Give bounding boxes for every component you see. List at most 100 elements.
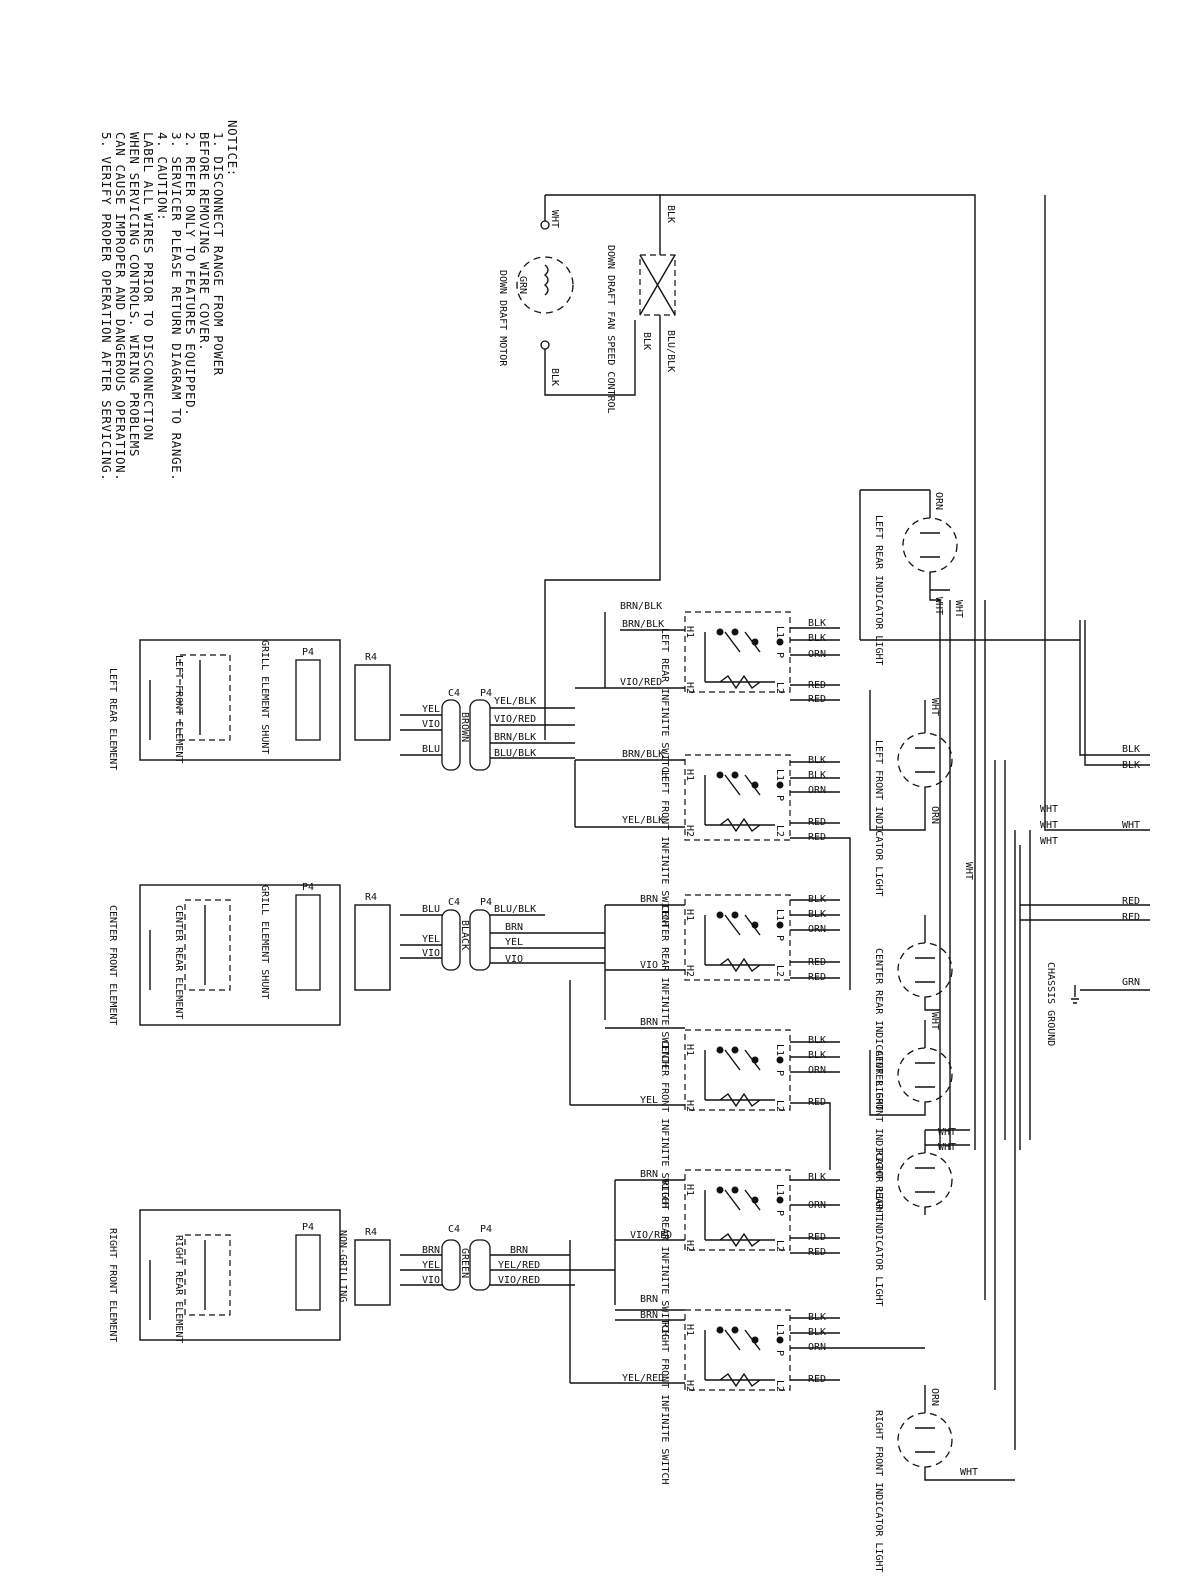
switch-wire: ORN	[808, 924, 826, 935]
switch-contact	[776, 638, 784, 646]
switch-wire: ORN	[808, 1342, 826, 1353]
supply-section: BLK BLK WHT WHT WHT WHT RED RED GRN CHAS…	[1019, 195, 1150, 1150]
switch-wire: BLK	[808, 755, 826, 766]
switch-wire: BRN	[640, 894, 658, 905]
switch-wire: BLK	[808, 1035, 826, 1046]
switch-contacts	[704, 1329, 775, 1388]
terminal-label: H1	[684, 1044, 695, 1056]
terminal-label: L2	[774, 1100, 785, 1112]
connector-right: BRN YEL/RED VIO/RED BRN YEL VIO GREEN P4…	[354, 1224, 615, 1306]
switch-wire: RED	[808, 1374, 826, 1385]
c4-wire: VIO	[422, 719, 440, 730]
switch-wire: ORN	[808, 649, 826, 660]
elements: P4 GRILL ELEMENT SHUNT LEFT FRONT ELEMEN…	[107, 639, 348, 1343]
switch-contact	[716, 628, 724, 636]
switch-wire: BRN	[640, 1169, 658, 1180]
switch-wire: BRN	[640, 1310, 658, 1321]
switch-wire: RED	[808, 957, 826, 968]
element-label: LEFT REAR ELEMENT	[107, 668, 118, 770]
supply-wire: RED	[1122, 912, 1140, 923]
switch-wire: ORN	[808, 1065, 826, 1076]
switch-wire: BLK	[808, 633, 826, 644]
switch-label: CENTER REAR INFINITE SWITCH	[659, 905, 670, 1068]
switch-label: RIGHT FRONT INFINITE SWITCH	[659, 1322, 670, 1485]
notice-line: CAN CAUSE IMPROPER AND DANGEROUS OPERATI…	[113, 132, 128, 481]
element-block-left: P4 GRILL ELEMENT SHUNT LEFT FRONT ELEMEN…	[107, 639, 341, 770]
switch-center-front: BRN YEL BLK BLK ORN RED CENTER FRONT INF…	[569, 980, 840, 1209]
element-label: RIGHT REAR ELEMENT	[173, 1235, 184, 1343]
c4-wire: YEL	[422, 704, 440, 715]
fan-control-label: DOWN DRAFT FAN SPEED CONTROL	[605, 245, 616, 414]
switch-wire: BRN/BLK	[622, 619, 664, 630]
connectors: YEL/BLK VIO/RED BRN/BLK BLU/BLK YEL VIO …	[354, 652, 615, 1306]
p4-wire: YEL/RED	[498, 1260, 540, 1271]
bus-lines	[859, 490, 1080, 1450]
grill-shunt-label: GRILL ELEMENT SHUNT	[259, 640, 270, 754]
light-wire: WHT	[953, 600, 964, 618]
terminal-label: H1	[684, 626, 695, 638]
terminal-label: P	[774, 935, 785, 941]
switch-wire: BLK	[808, 1327, 826, 1338]
switch-wire: BLK	[808, 1172, 826, 1183]
terminal-label: P	[774, 652, 785, 658]
light-right-rear: WHT WHT RIGHT REAR INDICATOR LIGHT	[873, 1127, 970, 1307]
switch-contact	[716, 1046, 724, 1054]
p4-wire: BLU/BLK	[494, 904, 536, 915]
supply-wire: RED	[1122, 896, 1140, 907]
light-label: RIGHT REAR INDICATOR LIGHT	[873, 1150, 884, 1307]
switch-wire: YEL/RED	[622, 1373, 664, 1384]
downdraft-section: WHT GRN BLK BLK BLU/BLK BLK DOWN DRAFT M…	[497, 194, 976, 1150]
terminal-label: H1	[684, 909, 695, 921]
wire-label: BLK	[641, 332, 652, 350]
wire-label: BLU/BLK	[665, 330, 676, 372]
terminal-label: P	[774, 1210, 785, 1216]
switch-wire: BLK	[808, 894, 826, 905]
connector-color: GREEN	[459, 1248, 470, 1278]
light-center-rear: WHT WHT CENTER REAR INDICATOR LIGHT	[873, 862, 974, 1111]
notice-line: 4. CAUTION:	[155, 132, 170, 221]
c4-label: C4	[448, 1224, 460, 1235]
light-wire: ORN	[929, 806, 940, 824]
r4-label: R4	[365, 892, 377, 903]
terminal-label: L2	[774, 965, 785, 977]
light-wire: WHT	[938, 1142, 956, 1153]
terminal-label: H1	[684, 769, 695, 781]
switch-label: LEFT FRONT INFINITE SWITCH	[659, 770, 670, 927]
element-label: CENTER REAR ELEMENT	[173, 905, 184, 1019]
light-wire: WHT	[933, 597, 944, 615]
fan-speed-control	[639, 254, 676, 316]
switch-wire: BLK	[808, 909, 826, 920]
p4-label: P4	[480, 688, 492, 699]
light-label: LEFT FRONT INDICATOR LIGHT	[873, 740, 884, 897]
switch-wire: BRN/BLK	[620, 601, 662, 612]
switch-contact	[716, 771, 724, 779]
switch-contacts	[704, 631, 775, 690]
element-block-center: P4 GRILL ELEMENT SHUNT CENTER REAR ELEME…	[107, 882, 341, 1026]
terminal-label: H2	[684, 825, 695, 837]
supply-wire: WHT	[1040, 804, 1058, 815]
chassis-ground-label: CHASSIS GROUND	[1045, 962, 1056, 1046]
switch-wire: BRN	[640, 1294, 658, 1305]
light-wire: WHT	[929, 1012, 940, 1030]
terminal-label: H2	[684, 682, 695, 694]
p4-label: P4	[302, 647, 314, 658]
p4-wire: VIO	[505, 954, 523, 965]
c4-wire: BLU	[422, 744, 440, 755]
light-wire: WHT	[929, 698, 940, 716]
switch-wire: ORN	[808, 785, 826, 796]
terminal-label: L1	[774, 1324, 785, 1336]
c4-wire: VIO	[422, 948, 440, 959]
switch-wire: RED	[808, 1247, 826, 1258]
notice-line: 1. DISCONNECT RANGE FROM POWER	[211, 132, 226, 376]
p4-label: P4	[480, 1224, 492, 1235]
c4-wire: YEL	[422, 934, 440, 945]
terminal-label: H1	[684, 1184, 695, 1196]
light-left-rear: ORN WHT WHT LEFT REAR INDICATOR LIGHT	[860, 489, 964, 666]
c4-wire: BRN	[422, 1245, 440, 1256]
notice-line: LABEL ALL WIRES PRIOR TO DISCONNECTION	[141, 132, 156, 441]
p4-label: P4	[480, 897, 492, 908]
downdraft-motor-label: DOWN DRAFT MOTOR	[497, 270, 508, 367]
notice-block: NOTICE: 1. DISCONNECT RANGE FROM POWER B…	[99, 120, 240, 481]
switch-contacts	[704, 1189, 775, 1248]
supply-wire: WHT	[1122, 820, 1140, 831]
